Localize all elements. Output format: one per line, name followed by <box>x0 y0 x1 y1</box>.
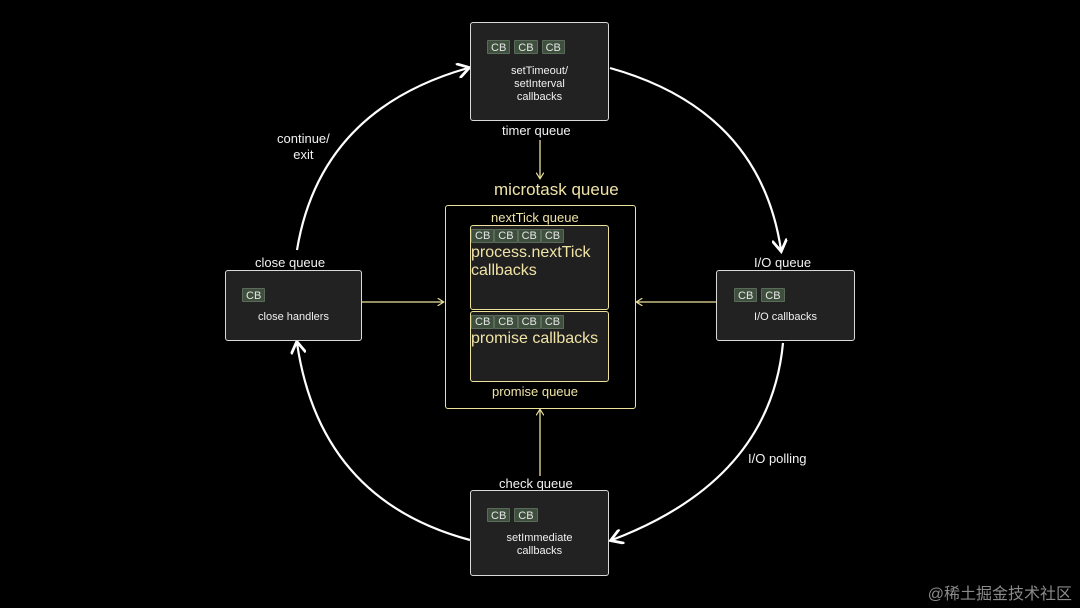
cb-chip: CB <box>487 508 511 522</box>
close-queue-title: close queue <box>255 255 326 270</box>
microtask-queue-frame <box>445 205 636 409</box>
continue-exit-label: continue/ exit <box>277 131 330 162</box>
cb-chip: CB <box>487 40 511 54</box>
cb-chip: CB <box>242 288 266 302</box>
promise-queue-title: promise queue <box>492 384 578 399</box>
cb-chip: CB <box>540 229 565 243</box>
nexttick-queue-title: nextTick queue <box>491 210 579 225</box>
promise-queue-desc: promise callbacks <box>471 330 599 347</box>
cb-chip: CB <box>494 229 518 243</box>
loop-arc-check-to-close <box>297 343 471 542</box>
timer-queue-desc: setTimeout/ setInterval callbacks <box>510 65 569 103</box>
watermark: @稀土掘金技术社区 <box>927 586 1072 603</box>
cb-chip: CB <box>514 40 538 54</box>
cb-chip: CB <box>734 288 758 302</box>
cb-chip: CB <box>517 229 541 243</box>
loop-arc-timer-to-io <box>609 66 781 250</box>
nexttick-queue-desc: process.nextTick callbacks <box>471 244 591 279</box>
loop-arc-close-to-timer <box>295 68 468 251</box>
cb-chip: CB <box>494 315 518 329</box>
io-polling-label: I/O polling <box>748 451 807 466</box>
cb-chip: CB <box>761 288 785 302</box>
io-queue-desc: I/O callbacks <box>754 311 817 323</box>
io-queue-title: I/O queue <box>754 255 812 270</box>
loop-arc-io-to-check <box>612 342 785 540</box>
cb-chip: CB <box>514 508 538 522</box>
cb-chip: CB <box>471 315 495 329</box>
close-queue-desc: close handlers <box>258 311 329 323</box>
cb-chip: CB <box>541 40 565 54</box>
timer-queue-title: timer queue <box>502 123 571 138</box>
microtask-queue-title: microtask queue <box>494 180 619 199</box>
cb-chip: CB <box>471 229 495 243</box>
cb-chip: CB <box>540 315 565 329</box>
cb-chips: CB <box>242 288 266 302</box>
cb-chip: CB <box>517 315 541 329</box>
check-queue-desc: setImmediate callbacks <box>506 532 573 557</box>
close-queue-box: CB close handlers <box>225 270 362 341</box>
check-queue-title: check queue <box>499 476 573 491</box>
